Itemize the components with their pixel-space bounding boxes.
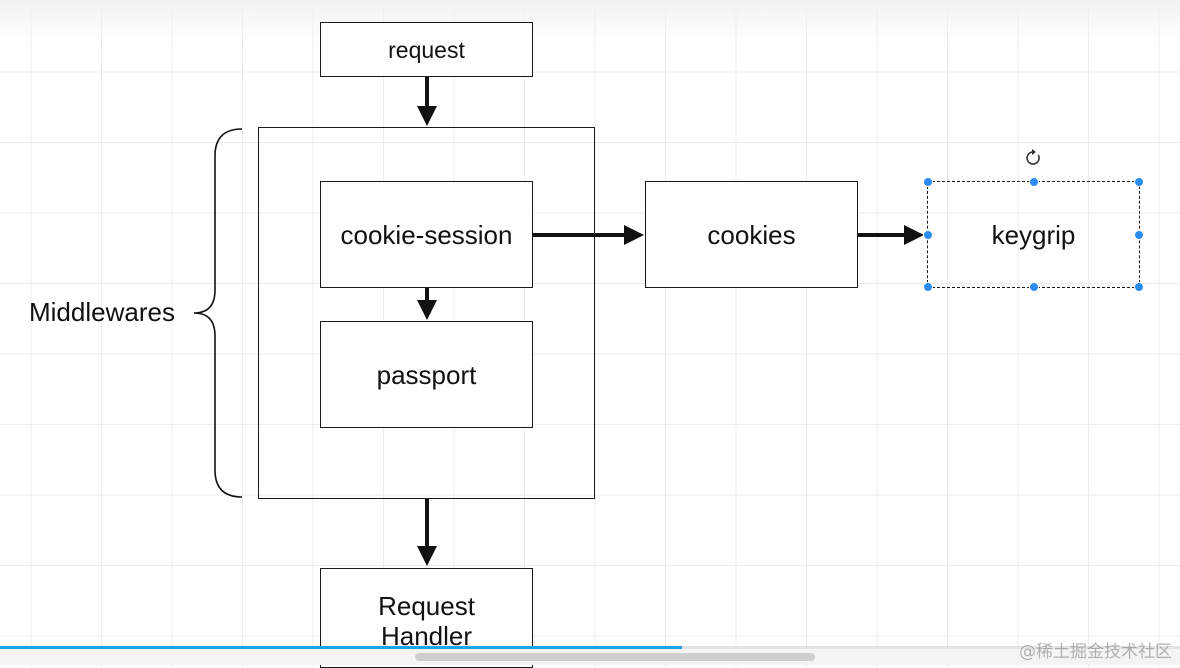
rotate-icon[interactable]: [1026, 149, 1040, 165]
video-progress-fill: [0, 646, 683, 649]
cookies-node-label: cookies: [707, 219, 796, 250]
watermark: @稀土掘金技术社区: [1019, 642, 1172, 662]
video-progress-bar[interactable]: [0, 646, 1180, 649]
cookie-session-node[interactable]: cookie-session: [320, 181, 533, 288]
resize-handle-top-left[interactable]: [923, 177, 933, 187]
middlewares-group[interactable]: [258, 127, 595, 499]
request-handler-node-label: Request Handler: [378, 591, 475, 651]
keygrip-node[interactable]: keygrip: [927, 181, 1140, 288]
resize-handle-left[interactable]: [923, 230, 933, 240]
horizontal-scrollbar-thumb[interactable]: [415, 653, 815, 661]
passport-node-label: passport: [376, 359, 477, 390]
resize-handle-top[interactable]: [1029, 177, 1039, 187]
resize-handle-bottom-left[interactable]: [923, 282, 933, 292]
resize-handle-top-right[interactable]: [1134, 177, 1144, 187]
resize-handle-bottom[interactable]: [1029, 282, 1039, 292]
keygrip-node-label: keygrip: [991, 219, 1076, 250]
request-node-label: request: [388, 36, 465, 63]
cookies-node[interactable]: cookies: [645, 181, 858, 288]
top-toolbar-shade: [0, 0, 1180, 44]
request-node[interactable]: request: [320, 22, 533, 77]
resize-handle-bottom-right[interactable]: [1134, 282, 1144, 292]
cookie-session-node-label: cookie-session: [340, 219, 513, 250]
middlewares-label: Middlewares: [29, 297, 175, 327]
passport-node[interactable]: passport: [320, 321, 533, 428]
resize-handle-right[interactable]: [1134, 230, 1144, 240]
middlewares-brace: [193, 128, 243, 498]
horizontal-scrollbar[interactable]: [0, 649, 1180, 665]
